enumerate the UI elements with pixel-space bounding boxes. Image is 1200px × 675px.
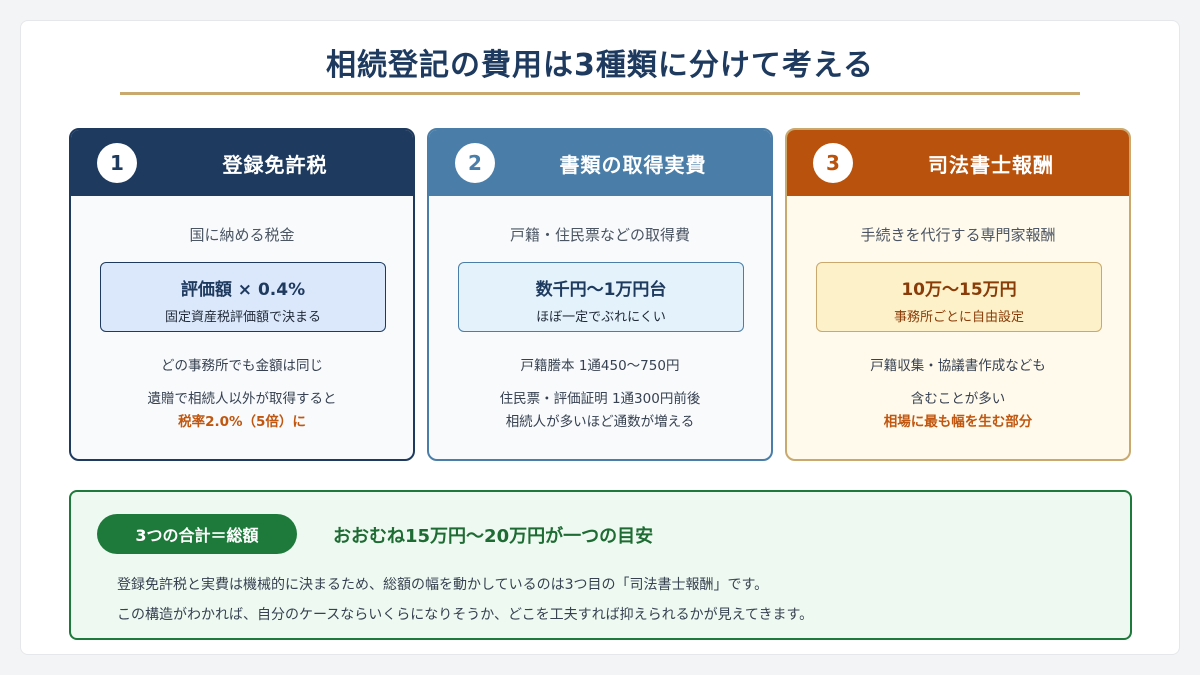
card-subtitle: 戸籍・住民票などの取得費 (509, 226, 690, 244)
card-detail-emphasis: 税率2.0%（5倍）に (178, 414, 306, 430)
card-subtitle: 手続きを代行する専門家報酬 (860, 226, 1056, 244)
card-subtitle: 国に納める税金 (189, 226, 295, 244)
step-number-badge: 2 (455, 143, 495, 183)
card-title: 書類の取得実費 (559, 152, 707, 177)
card-body: 手続きを代行する専門家報酬 10万〜15万円 事務所ごとに自由設定 戸籍収集・協… (787, 196, 1129, 459)
card-header: 1 登録免許税 (71, 130, 413, 196)
card-scrivener-fee: 3 司法書士報酬 手続きを代行する専門家報酬 10万〜15万円 事務所ごとに自由… (785, 128, 1131, 461)
step-number-badge: 1 (97, 143, 137, 183)
card-body: 国に納める税金 評価額 × 0.4% 固定資産税評価額で決まる どの事務所でも金… (71, 196, 413, 459)
card-detail-line-3: 相続人が多いほど通数が増える (505, 414, 695, 430)
summary-paragraph-1: 登録免許税と実費は機械的に決まるため、総額の幅を動かしているのは3つ目の「司法書… (117, 577, 769, 593)
cost-highlight-box: 10万〜15万円 事務所ごとに自由設定 (816, 262, 1102, 332)
card-detail-line-2: 遺贈で相続人以外が取得すると (147, 391, 337, 407)
cost-highlight-box: 数千円〜1万円台 ほぼ一定でぶれにくい (458, 262, 744, 332)
cost-note: 事務所ごとに自由設定 (893, 310, 1024, 325)
cost-highlight-box: 評価額 × 0.4% 固定資産税評価額で決まる (100, 262, 386, 332)
card-body: 戸籍・住民票などの取得費 数千円〜1万円台 ほぼ一定でぶれにくい 戸籍謄本 1通… (429, 196, 771, 459)
card-detail-line-1: 戸籍謄本 1通450〜750円 (520, 358, 680, 374)
summary-panel: 3つの合計＝総額 おおむね15万円〜20万円が一つの目安 登録免許税と実費は機械… (69, 490, 1132, 640)
card-detail-line-1: どの事務所でも金額は同じ (161, 358, 323, 374)
cost-amount: 評価額 × 0.4% (180, 280, 306, 300)
card-header: 3 司法書士報酬 (787, 130, 1129, 196)
card-registration-tax: 1 登録免許税 国に納める税金 評価額 × 0.4% 固定資産税評価額で決まる … (69, 128, 415, 461)
total-label-pill: 3つの合計＝総額 (97, 514, 297, 554)
cost-note: 固定資産税評価額で決まる (164, 310, 321, 325)
card-detail-line-1: 戸籍収集・協議書作成なども (870, 358, 1046, 374)
card-title: 登録免許税 (222, 152, 328, 177)
card-detail-line-2: 含むことが多い (910, 391, 1006, 407)
card-title: 司法書士報酬 (928, 152, 1054, 177)
page-title: 相続登記の費用は3種類に分けて考える (326, 48, 874, 83)
cost-amount: 10万〜15万円 (901, 280, 1017, 300)
cost-amount: 数千円〜1万円台 (535, 280, 667, 300)
card-detail-line-2: 住民票・評価証明 1通300円前後 (499, 391, 701, 407)
step-number-badge: 3 (813, 143, 853, 183)
summary-headline: おおむね15万円〜20万円が一つの目安 (333, 526, 654, 547)
card-header: 2 書類の取得実費 (429, 130, 771, 196)
summary-paragraph-2: この構造がわかれば、自分のケースならいくらになりそうか、どこを工夫すれば抑えられ… (117, 607, 814, 623)
title-divider (120, 92, 1080, 95)
card-document-costs: 2 書類の取得実費 戸籍・住民票などの取得費 数千円〜1万円台 ほぼ一定でぶれに… (427, 128, 773, 461)
card-detail-emphasis: 相場に最も幅を生む部分 (883, 414, 1033, 430)
cost-note: ほぼ一定でぶれにくい (536, 310, 666, 325)
